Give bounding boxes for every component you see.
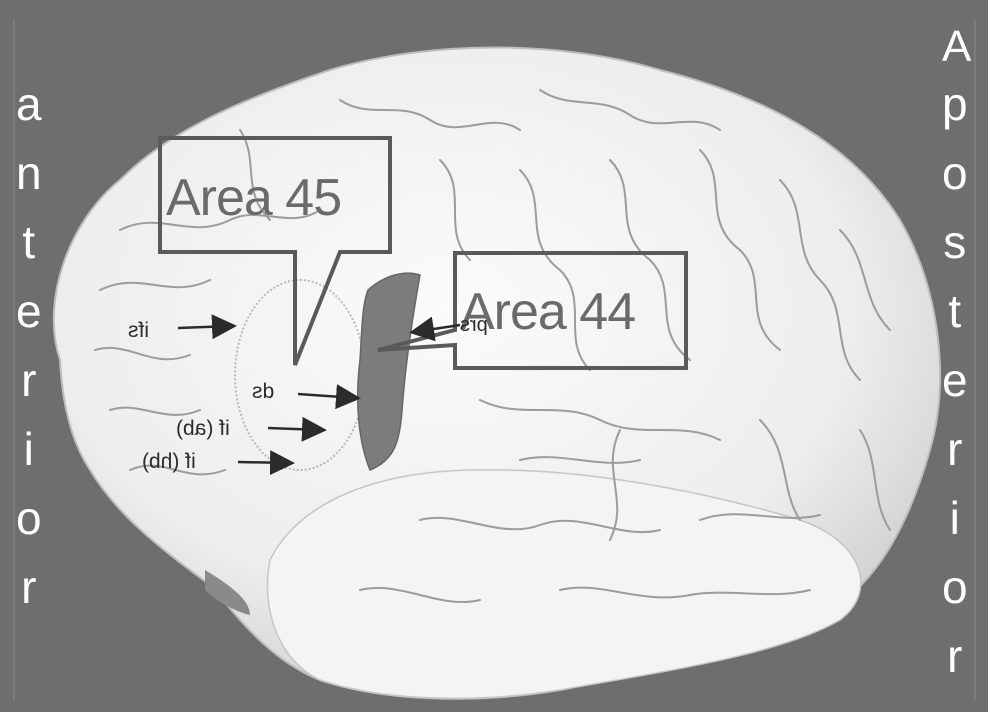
area-45-label: Area 45 xyxy=(166,168,341,228)
if-ab-label: if (ab) xyxy=(176,417,230,441)
anterior-label: anterior xyxy=(16,70,42,622)
anterior-letter: n xyxy=(16,139,42,208)
if-hb-label: if (hb) xyxy=(142,450,196,474)
posterior-letter: r xyxy=(947,622,962,691)
anterior-letter: e xyxy=(16,277,42,346)
prs-label: prs xyxy=(460,314,488,337)
anterior-letter: r xyxy=(21,346,36,415)
posterior-letter: e xyxy=(942,346,968,415)
anterior-letter: a xyxy=(16,70,42,139)
posterior-letter: r xyxy=(947,415,962,484)
arrow-right-icon xyxy=(238,462,290,463)
ds-label: ds xyxy=(252,380,274,404)
anterior-letter: t xyxy=(22,208,35,277)
anterior-letter: r xyxy=(21,553,36,622)
posterior-letter: t xyxy=(948,277,961,346)
posterior-label: posterior xyxy=(942,70,968,691)
posterior-letter: p xyxy=(942,70,968,139)
posterior-top-glyph: A xyxy=(942,22,971,72)
anterior-letter: o xyxy=(16,484,42,553)
ifs-label: ifs xyxy=(128,319,149,343)
posterior-letter: o xyxy=(942,553,968,622)
anterior-letter: i xyxy=(24,415,34,484)
posterior-letter: o xyxy=(942,139,968,208)
posterior-letter: i xyxy=(950,484,960,553)
posterior-letter: s xyxy=(943,208,966,277)
